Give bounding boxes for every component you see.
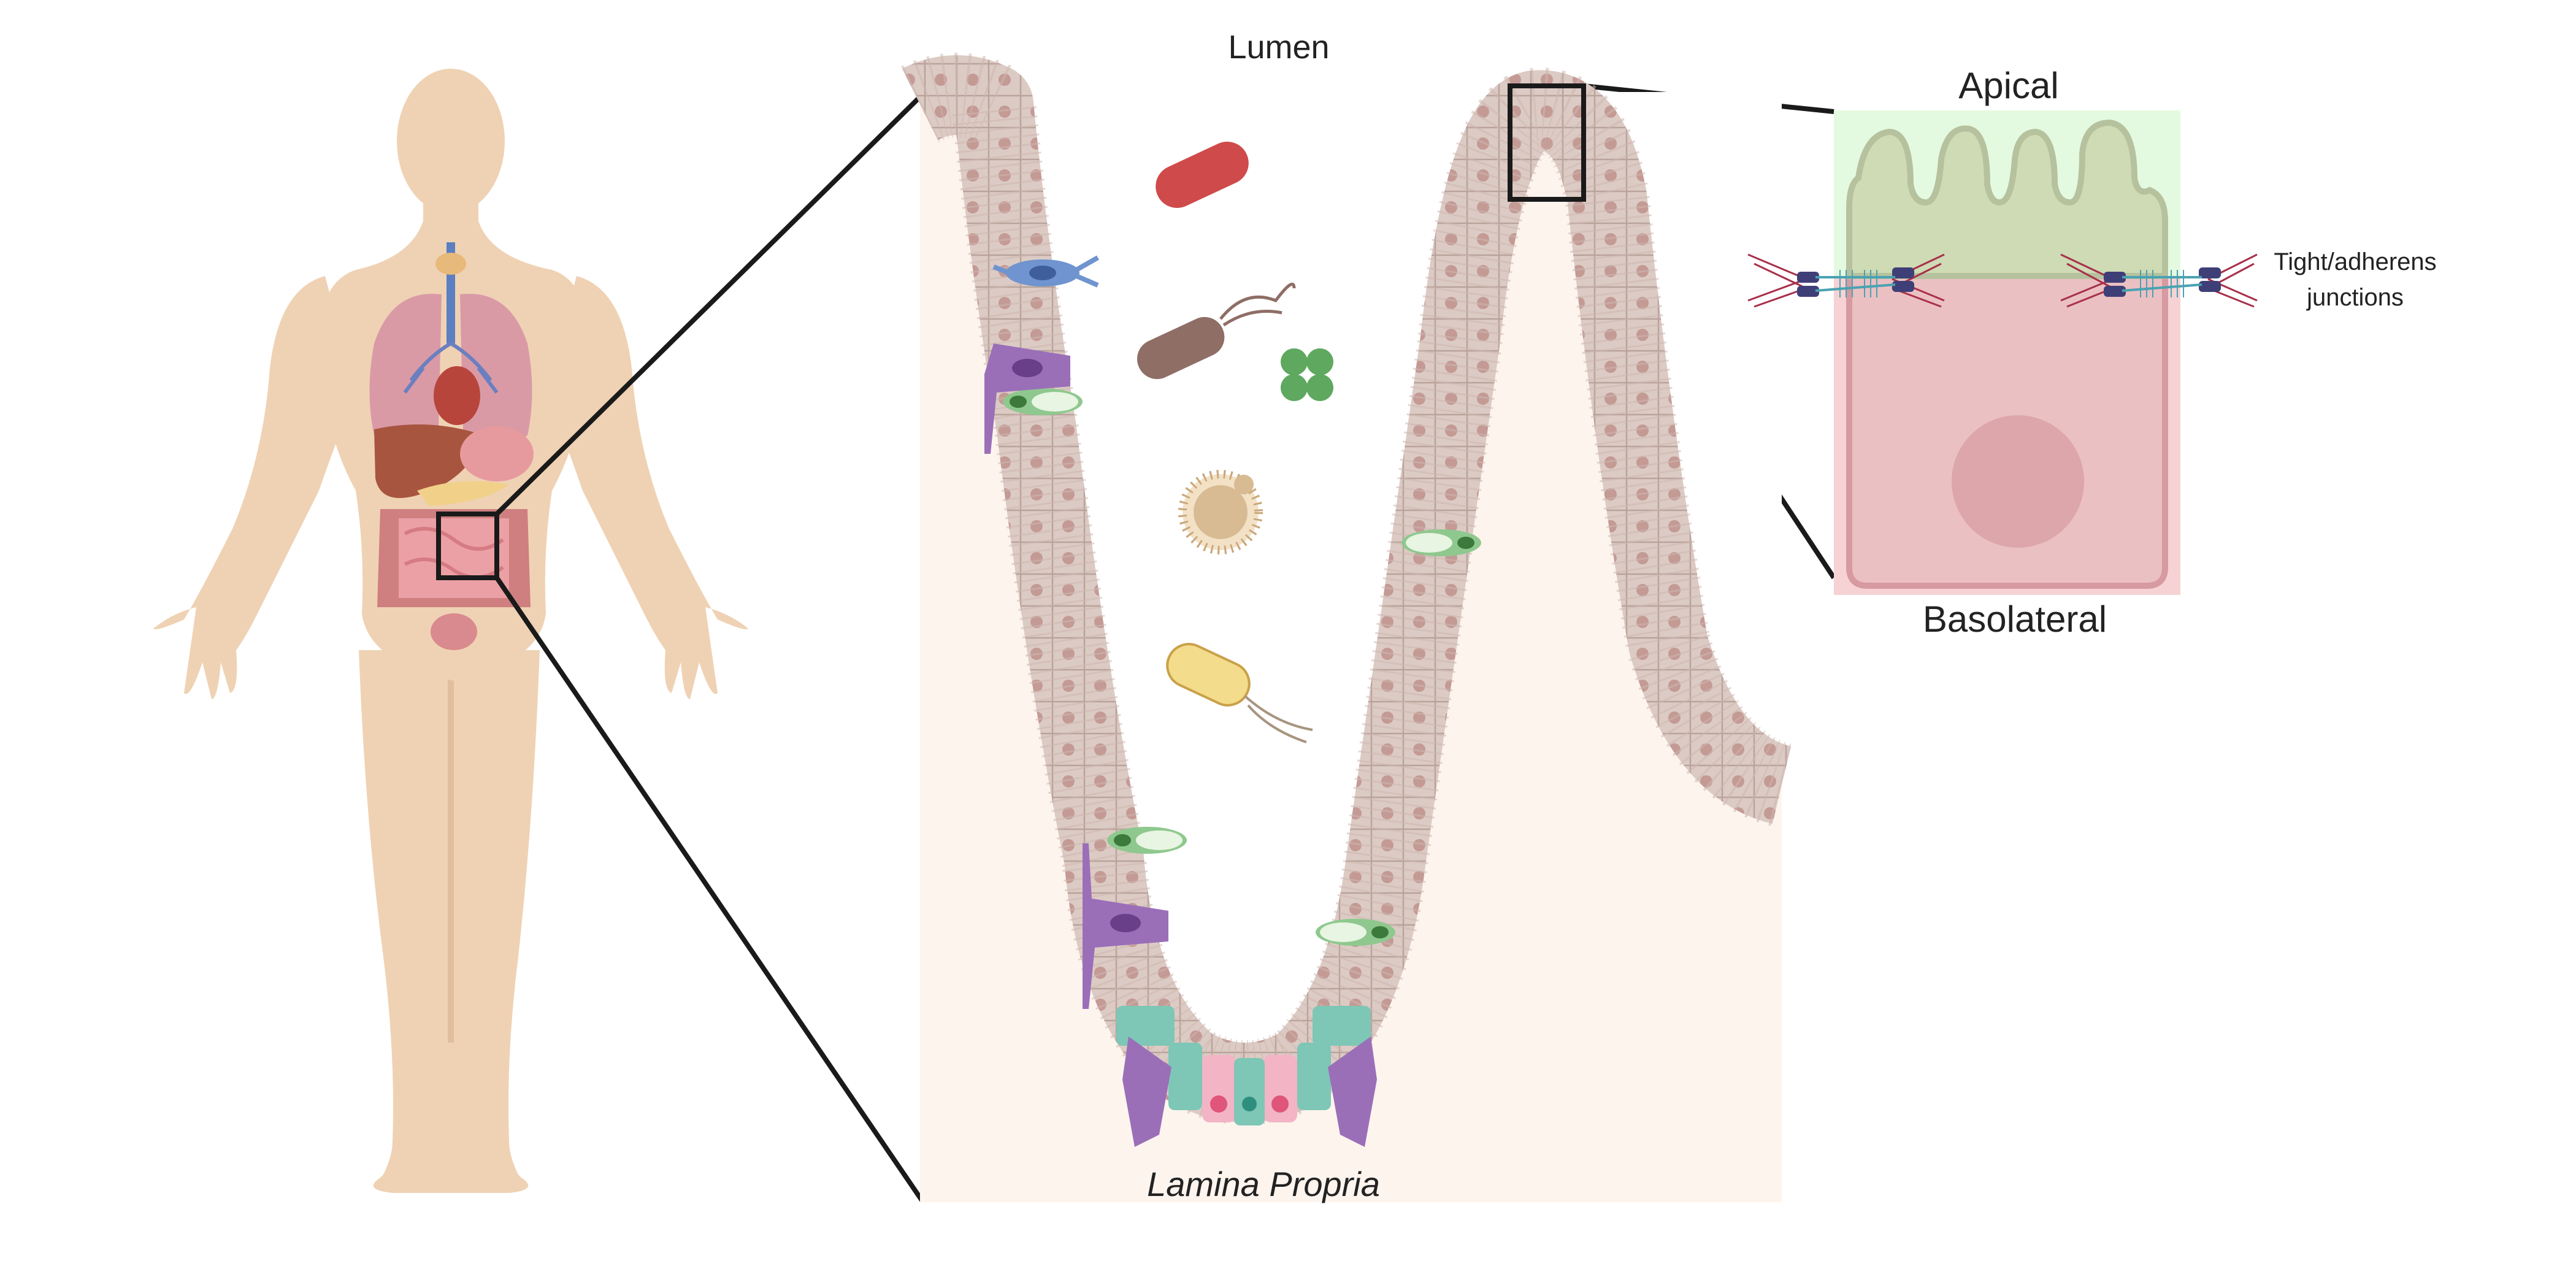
lamina-propria-label: Lamina Propria xyxy=(1147,1165,1380,1203)
heart xyxy=(434,366,480,425)
junctions-label-line1: Tight/adherens xyxy=(2274,248,2436,275)
stem-cell xyxy=(1297,1043,1331,1110)
crypt-villus-panel: Lumen Lamina Propria xyxy=(920,29,1782,1203)
thyroid xyxy=(435,253,466,275)
bladder xyxy=(431,613,477,650)
junctions-label-line2: junctions xyxy=(2306,284,2404,311)
apical-label: Apical xyxy=(1958,65,2058,106)
stomach xyxy=(460,426,534,481)
head xyxy=(397,69,505,213)
nucleus xyxy=(1952,415,2084,548)
goblet-cell xyxy=(1401,529,1481,556)
stem-cell xyxy=(1234,1058,1265,1125)
stem-cell xyxy=(1168,1043,1202,1110)
lumen-label: Lumen xyxy=(1228,29,1329,66)
stem-cell xyxy=(1313,1006,1371,1046)
goblet-cell xyxy=(1316,919,1395,946)
goblet-cell xyxy=(1003,388,1083,415)
stem-cell xyxy=(1116,1006,1175,1046)
fungal-spore xyxy=(1183,474,1259,550)
basolateral-label: Basolateral xyxy=(1923,599,2107,640)
human-body-illustration xyxy=(153,69,748,1193)
goblet-cell xyxy=(1107,827,1187,854)
enterocyte-panel: Apical Basolateral Tight/adherens juncti… xyxy=(1748,65,2437,640)
